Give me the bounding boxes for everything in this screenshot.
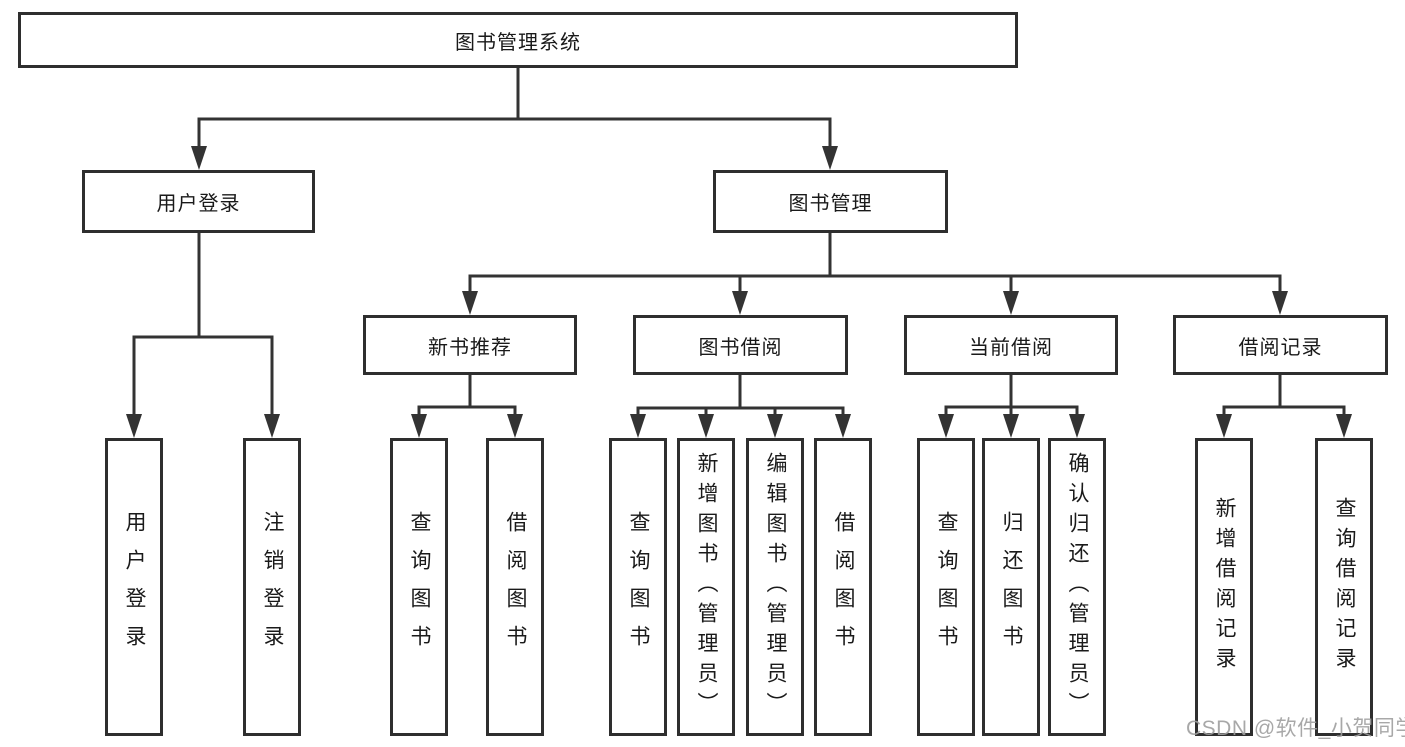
node-current-borrow: 当前借阅 <box>904 315 1118 375</box>
node-borrow-records: 借阅记录 <box>1173 315 1388 375</box>
leaf-query-books-current: 查询图书 <box>917 438 975 736</box>
leaf-query-books-recommend: 查询图书 <box>390 438 448 736</box>
leaf-user-login: 用户登录 <box>105 438 163 736</box>
node-library-system: 图书管理系统 <box>18 12 1018 68</box>
leaf-label: 归还图书 <box>1000 511 1023 663</box>
node-new-book-recommend: 新书推荐 <box>363 315 577 375</box>
leaf-add-book-admin: 新增图书（管理员） <box>677 438 735 736</box>
leaf-borrow-books-recommend: 借阅图书 <box>486 438 544 736</box>
connector-book-borrow <box>630 373 851 438</box>
leaf-label: 新增借阅记录 <box>1213 497 1236 677</box>
leaf-query-books-borrow: 查询图书 <box>609 438 667 736</box>
connector-current-borrow <box>938 373 1085 438</box>
leaf-label: 注销登录 <box>261 511 284 663</box>
leaf-label: 查询图书 <box>408 511 431 663</box>
leaf-label: 编辑图书（管理员） <box>764 452 787 722</box>
connector-root <box>191 66 838 170</box>
connector-borrow-records <box>1216 373 1352 438</box>
connector-user-login <box>126 231 280 438</box>
leaf-edit-book-admin: 编辑图书（管理员） <box>746 438 804 736</box>
leaf-label: 查询图书 <box>627 511 650 663</box>
node-user-login: 用户登录 <box>82 170 315 233</box>
leaf-confirm-return-admin: 确认归还（管理员） <box>1048 438 1106 736</box>
leaf-label: 借阅图书 <box>832 511 855 663</box>
leaf-return-book: 归还图书 <box>982 438 1040 736</box>
node-book-borrow: 图书借阅 <box>633 315 848 375</box>
leaf-label: 查询借阅记录 <box>1333 497 1356 677</box>
leaf-label: 查询图书 <box>935 511 958 663</box>
leaf-label: 用户登录 <box>123 511 146 663</box>
leaf-borrow-books: 借阅图书 <box>814 438 872 736</box>
leaf-label: 借阅图书 <box>504 511 527 663</box>
leaf-label: 确认归还（管理员） <box>1066 452 1089 722</box>
connector-new-book-recommend <box>411 373 523 438</box>
leaf-query-borrow-record: 查询借阅记录 <box>1315 438 1373 736</box>
leaf-add-borrow-record: 新增借阅记录 <box>1195 438 1253 736</box>
leaf-label: 新增图书（管理员） <box>695 452 718 722</box>
connector-book-management <box>462 231 1288 315</box>
csdn-watermark: CSDN @软件_小贺同学 <box>1186 717 1405 740</box>
node-book-management: 图书管理 <box>713 170 948 233</box>
leaf-logout: 注销登录 <box>243 438 301 736</box>
